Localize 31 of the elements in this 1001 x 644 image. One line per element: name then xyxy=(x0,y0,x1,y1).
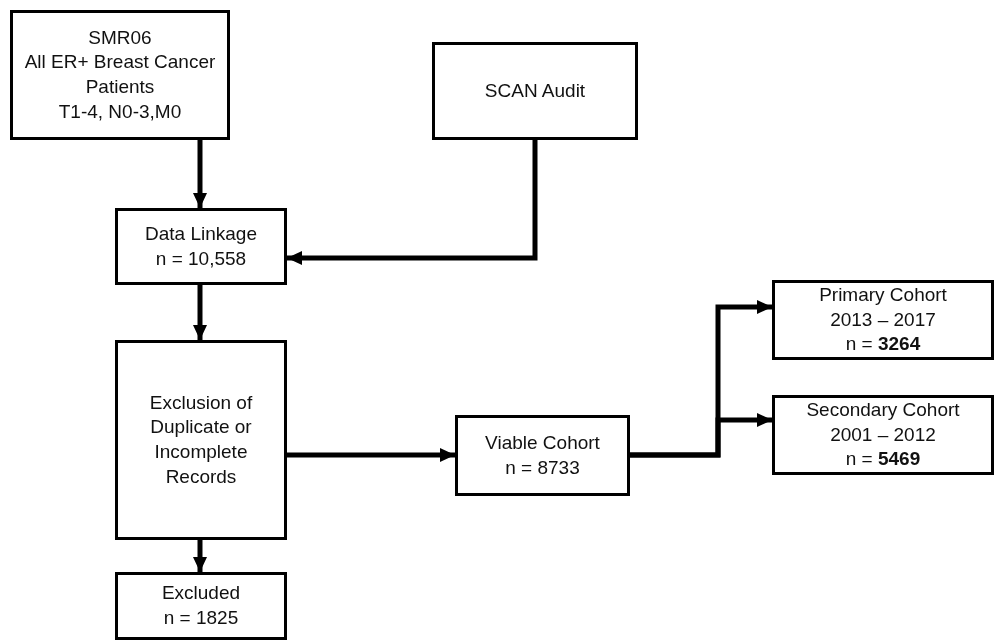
box-text: n = 10,558 xyxy=(155,246,247,271)
arrow xyxy=(193,285,207,340)
box-text: Exclusion of Duplicate or Incomplete Records xyxy=(148,390,254,489)
box-text: 2013 – 2017 xyxy=(830,307,936,332)
process-box xyxy=(10,10,230,140)
box-text: Data Linkage xyxy=(145,221,257,246)
arrow xyxy=(193,140,207,208)
arrow xyxy=(287,448,455,462)
box-text: Viable Cohort xyxy=(485,430,600,455)
process-box xyxy=(772,280,994,360)
box-text: All ER+ Breast Cancer Patients xyxy=(23,50,217,99)
arrow xyxy=(630,413,772,458)
box-text: Primary Cohort xyxy=(819,282,947,307)
box-text: 2001 – 2012 xyxy=(830,422,936,447)
arrow xyxy=(193,540,207,572)
process-box xyxy=(115,572,287,640)
box-text: n = 5469 xyxy=(845,447,921,472)
box-text: Excluded xyxy=(161,581,241,606)
arrow xyxy=(287,140,538,265)
process-box xyxy=(115,208,287,285)
box-text: n = 1825 xyxy=(163,606,239,630)
box-text: n = 3264 xyxy=(845,332,921,357)
box-text: SCAN Audit xyxy=(484,78,586,103)
process-box xyxy=(115,340,287,540)
box-text: Secondary Cohort xyxy=(806,397,960,422)
box-text: T1-4, N0-3,M0 xyxy=(58,99,182,124)
box-text: n = 8733 xyxy=(505,455,580,480)
process-box xyxy=(432,42,638,140)
box-text: SMR06 xyxy=(88,25,152,50)
process-box xyxy=(772,395,994,475)
process-box xyxy=(455,415,630,496)
